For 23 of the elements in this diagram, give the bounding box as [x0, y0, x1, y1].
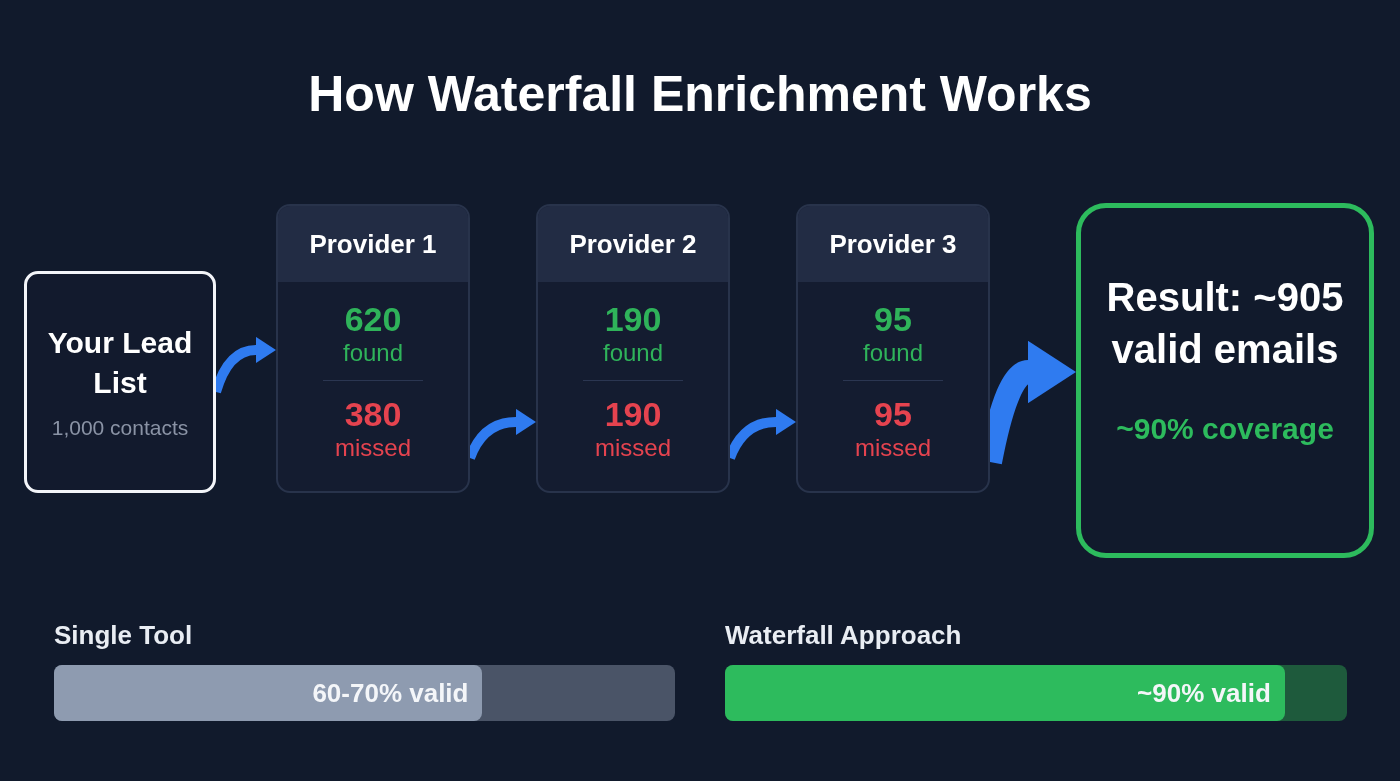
missed-count: 380 missed — [335, 395, 411, 463]
missed-count: 95 missed — [855, 395, 931, 463]
result-box — [1076, 203, 1374, 558]
missed-count: 190 missed — [595, 395, 671, 463]
card-title: Provider 3 — [829, 228, 957, 260]
bar-label: Single Tool — [54, 619, 193, 652]
box-title: Your Lead List — [46, 325, 194, 401]
bar-value: ~90% valid — [1137, 677, 1271, 709]
bar-value: 60-70% valid — [312, 677, 469, 709]
found-count: 620 found — [342, 300, 404, 368]
provider-card — [796, 204, 990, 493]
provider-card — [276, 204, 470, 493]
found-count: 95 found — [862, 300, 924, 368]
provider-card — [536, 204, 730, 493]
page-title: How Waterfall Enrichment Works — [308, 65, 1092, 124]
start-box — [24, 271, 216, 493]
count-text: 1,000 contacts — [51, 415, 189, 441]
bar-label: Waterfall Approach — [725, 619, 962, 652]
found-count: 190 found — [602, 300, 664, 368]
result-heading: Result: ~905 valid emails — [1105, 273, 1345, 373]
coverage-text: ~90% coverage — [1116, 410, 1334, 447]
card-title: Provider 2 — [569, 228, 697, 260]
card-title: Provider 1 — [309, 228, 437, 260]
